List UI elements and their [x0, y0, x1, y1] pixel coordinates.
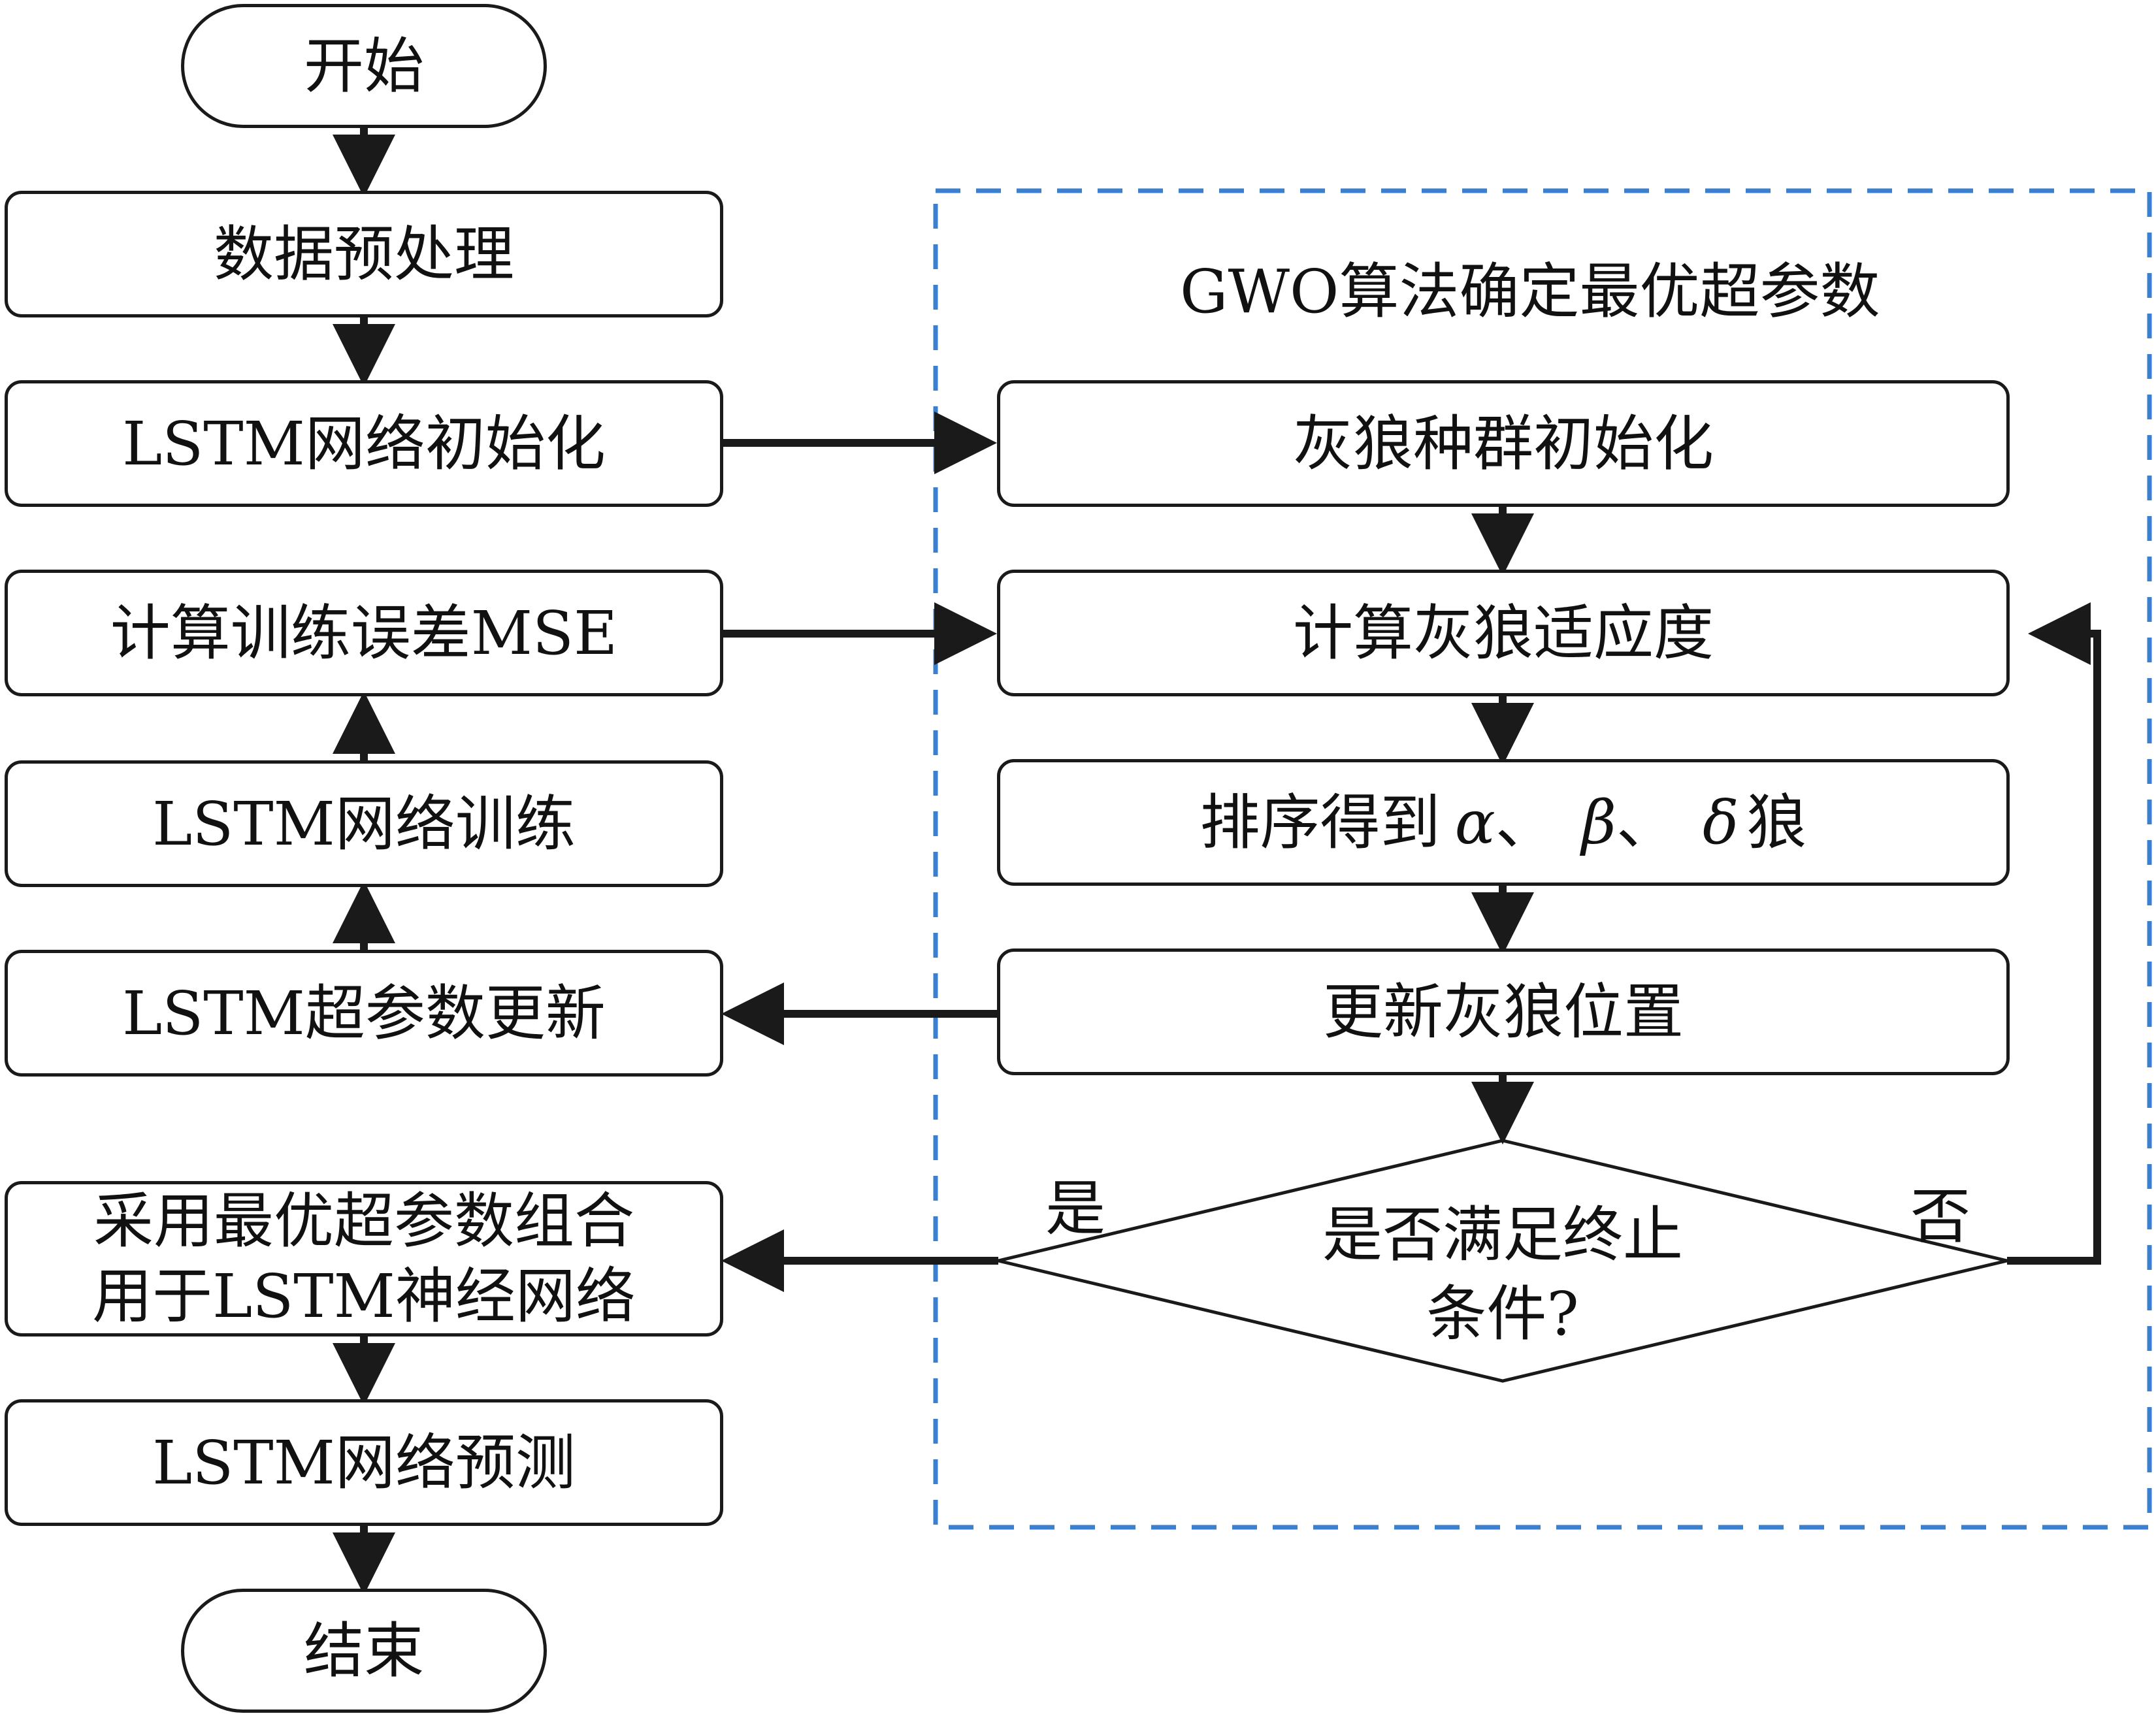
- gwo-init-node: 灰狼种群初始化: [997, 380, 2010, 507]
- gwo-dashed-boundary: [933, 188, 2152, 1530]
- lstm-train-node: LSTM网络训练: [5, 760, 723, 887]
- beta-symbol: β: [1581, 787, 1616, 858]
- calc-mse-node: 计算训练误差MSE: [5, 570, 723, 696]
- decision-line1: 是否满足终止: [1322, 1200, 1683, 1270]
- fitness-node: 计算灰狼适应度: [997, 570, 2010, 696]
- decision-text: 是否满足终止 条件?: [1241, 1195, 1764, 1354]
- decision-line2: 条件?: [1426, 1279, 1579, 1350]
- lstm-update-node: LSTM超参数更新: [5, 950, 723, 1077]
- separator-1: 、: [1495, 787, 1556, 858]
- update-position-node: 更新灰狼位置: [997, 948, 2010, 1075]
- no-label: 否: [1910, 1182, 1971, 1252]
- alpha-symbol: α: [1454, 787, 1495, 858]
- yes-label: 是: [1045, 1174, 1106, 1244]
- sort-suffix: 狼: [1746, 787, 1807, 858]
- lstm-init-node: LSTM网络初始化: [5, 380, 723, 507]
- sort-wolves-node: 排序得到 α 、 β 、 δ 狼: [997, 759, 2010, 886]
- decision-diamond: [998, 1139, 2008, 1383]
- delta-symbol: δ: [1702, 787, 1739, 858]
- apply-params-node: 采用最优超参数组合 用于LSTM神经网络: [5, 1181, 723, 1337]
- gwo-title: GWO算法确定最优超参数: [1180, 257, 1880, 327]
- end-node: 结束: [181, 1589, 547, 1713]
- apply-params-line1: 采用最优超参数组合: [93, 1186, 634, 1256]
- separator-2: 、: [1616, 787, 1676, 858]
- apply-params-line2: 用于LSTM神经网络: [92, 1261, 636, 1331]
- arrow-decision-no-loop: [2007, 602, 2101, 1265]
- preprocess-node: 数据预处理: [5, 191, 723, 317]
- lstm-predict-node: LSTM网络预测: [5, 1399, 723, 1526]
- start-node: 开始: [181, 4, 547, 128]
- sort-prefix: 排序得到: [1200, 787, 1441, 858]
